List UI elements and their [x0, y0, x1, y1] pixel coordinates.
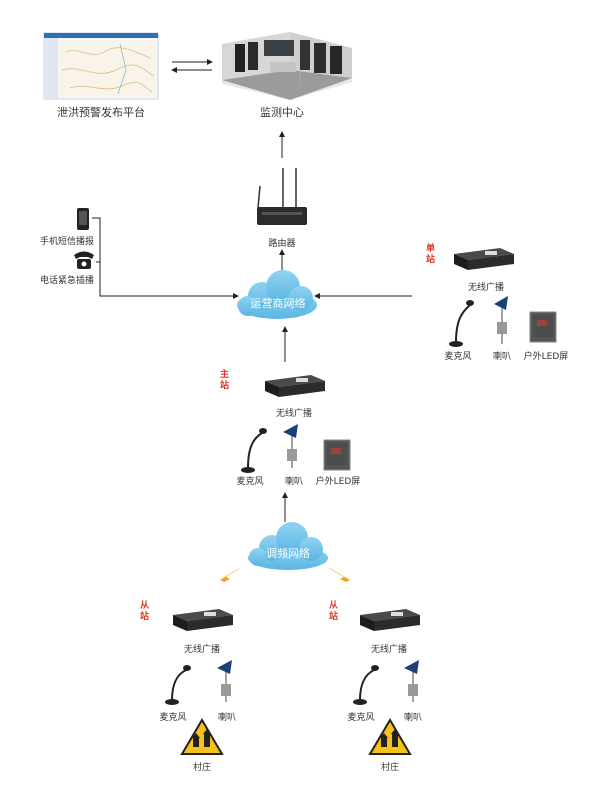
lightning-left: [205, 566, 243, 592]
cloud-fm: [248, 522, 328, 570]
platform-label: 泄洪预警发布平台: [57, 106, 145, 119]
slave2-speaker-label: 喇叭: [403, 713, 422, 723]
slave1-broadcast-device: [173, 609, 233, 631]
slave2-village-sign-icon: [368, 718, 412, 755]
slave2-broadcast-device: [360, 609, 420, 631]
phone-insert-label: 电话紧急插播: [40, 276, 95, 286]
monitor-center-label: 监测中心: [260, 106, 304, 119]
monitor-center-image: [222, 32, 352, 100]
lightning-right: [325, 566, 366, 592]
single-led-label: 户外LED屏: [523, 352, 569, 362]
slave1-mic-label: 麦克风: [159, 713, 187, 723]
main-led-label: 户外LED屏: [315, 477, 361, 487]
platform-screen-image: [43, 32, 159, 100]
single-station-tag: 单站: [426, 244, 436, 265]
telephone-icon: [74, 251, 94, 269]
single-broadcast-label: 无线广播: [467, 283, 504, 293]
router-image: [257, 168, 307, 225]
cloud-operator: [237, 270, 317, 319]
single-led-screen: [529, 311, 557, 343]
router-label: 路由器: [268, 239, 296, 249]
fm-network-label: 调频网络: [266, 547, 310, 560]
slave2-speaker-pole: [404, 660, 419, 702]
slave2-village-label: 村庄: [380, 763, 399, 773]
slave1-speaker-pole: [217, 660, 232, 702]
slave1-broadcast-label: 无线广播: [183, 645, 220, 655]
slave1-village-sign-icon: [180, 718, 224, 755]
single-speaker-pole: [494, 296, 508, 344]
single-microphone: [449, 300, 474, 347]
slave2-mic-label: 麦克风: [347, 713, 375, 723]
slave2-broadcast-label: 无线广播: [370, 645, 407, 655]
main-broadcast-device: [265, 375, 325, 397]
main-speaker-label: 喇叭: [284, 477, 303, 487]
main-station-tag: 主站: [220, 370, 230, 391]
mobile-phone-icon: [77, 208, 89, 230]
main-microphone: [241, 428, 267, 473]
single-speaker-label: 喇叭: [492, 352, 511, 362]
sms-broadcast-label: 手机短信播报: [40, 237, 95, 247]
slave-station-1-tag: 从站: [140, 601, 150, 622]
operator-network-label: 运营商网络: [250, 297, 306, 310]
arrow-inputs-right: [92, 217, 239, 299]
slave1-speaker-label: 喇叭: [217, 713, 236, 723]
slave2-microphone: [353, 665, 379, 705]
main-led-screen: [323, 439, 351, 471]
main-speaker-pole: [283, 424, 298, 468]
single-mic-label: 麦克风: [444, 352, 472, 362]
single-broadcast-device: [454, 248, 514, 270]
main-broadcast-label: 无线广播: [275, 409, 312, 419]
slave1-microphone: [165, 665, 191, 705]
slave-station-2-tag: 从站: [329, 601, 339, 622]
slave1-village-label: 村庄: [192, 763, 211, 773]
main-mic-label: 麦克风: [236, 477, 264, 487]
